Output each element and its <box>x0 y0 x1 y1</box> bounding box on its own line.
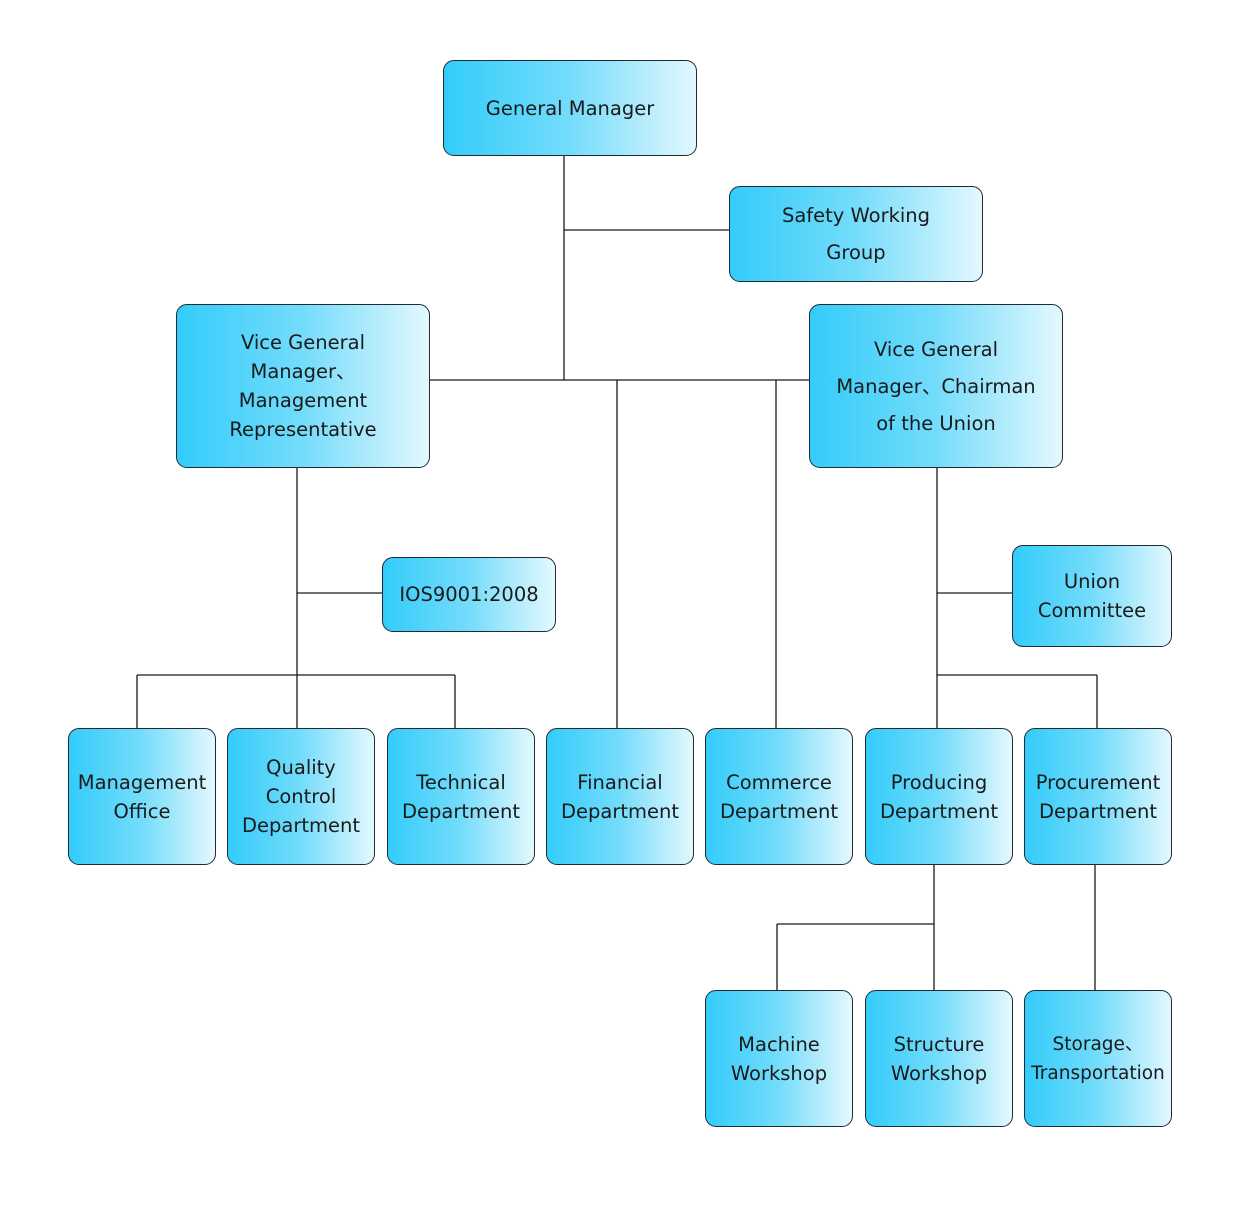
node-machine-workshop: Machine Workshop <box>705 990 853 1127</box>
node-label: Department <box>561 799 679 823</box>
node-structure-workshop: Structure Workshop <box>865 990 1013 1127</box>
node-label: IOS9001:2008 <box>399 583 539 606</box>
node-label: Commerce <box>726 770 832 794</box>
node-ios9001: IOS9001:2008 <box>382 557 556 632</box>
node-label: Workshop <box>890 1061 988 1085</box>
node-label: Committee <box>1037 599 1147 622</box>
node-label: Union <box>1063 570 1121 593</box>
node-label: Manager、Chairman <box>836 374 1036 398</box>
node-quality-control-department: Quality Control Department <box>227 728 375 865</box>
node-safety-working-group: Safety Working Group <box>729 186 983 282</box>
node-label: Vice General <box>873 337 999 361</box>
node-union-committee: Union Committee <box>1012 545 1172 647</box>
node-label: Machine <box>738 1032 820 1056</box>
node-financial-department: Financial Department <box>546 728 694 865</box>
node-label: Quality <box>266 756 336 779</box>
node-management-office: Management Office <box>68 728 216 865</box>
node-producing-department: Producing Department <box>865 728 1013 865</box>
node-label: Structure <box>893 1032 985 1056</box>
node-label: Producing <box>890 770 988 794</box>
node-label: Group <box>826 241 886 264</box>
node-label: Management <box>238 389 368 412</box>
node-label: Department <box>1038 799 1157 823</box>
node-label: Safety Working <box>781 204 931 227</box>
node-storage-transportation: Storage、 Transportation <box>1024 990 1172 1127</box>
node-label: Procurement <box>1035 770 1161 794</box>
node-label: Department <box>402 799 520 823</box>
node-commerce-department: Commerce Department <box>705 728 853 865</box>
node-label: Technical <box>416 770 506 794</box>
node-label: Workshop <box>730 1061 828 1085</box>
node-label: Control <box>265 785 337 808</box>
node-label: Department <box>720 799 838 823</box>
node-label: Management <box>77 770 207 794</box>
node-label: Financial <box>577 770 663 794</box>
node-label: Vice General <box>240 331 366 354</box>
node-general-manager: General Manager <box>443 60 697 156</box>
node-label: Office <box>113 799 171 823</box>
node-label: of the Union <box>876 411 996 435</box>
node-procurement-department: Procurement Department <box>1024 728 1172 865</box>
node-vice-gm-management-rep: Vice General Manager、 Management Represe… <box>176 304 430 468</box>
node-label: Department <box>242 814 360 837</box>
node-label: Transportation <box>1031 1062 1165 1084</box>
node-label: General Manager <box>485 96 655 120</box>
node-label: Department <box>880 799 998 823</box>
node-technical-department: Technical Department <box>387 728 535 865</box>
node-vice-gm-chairman-union: Vice General Manager、Chairman of the Uni… <box>809 304 1063 468</box>
node-label: Manager、 <box>250 360 356 383</box>
node-label: Storage、 <box>1052 1033 1144 1055</box>
node-label: Representative <box>229 418 377 441</box>
connector-lines <box>136 155 1098 990</box>
